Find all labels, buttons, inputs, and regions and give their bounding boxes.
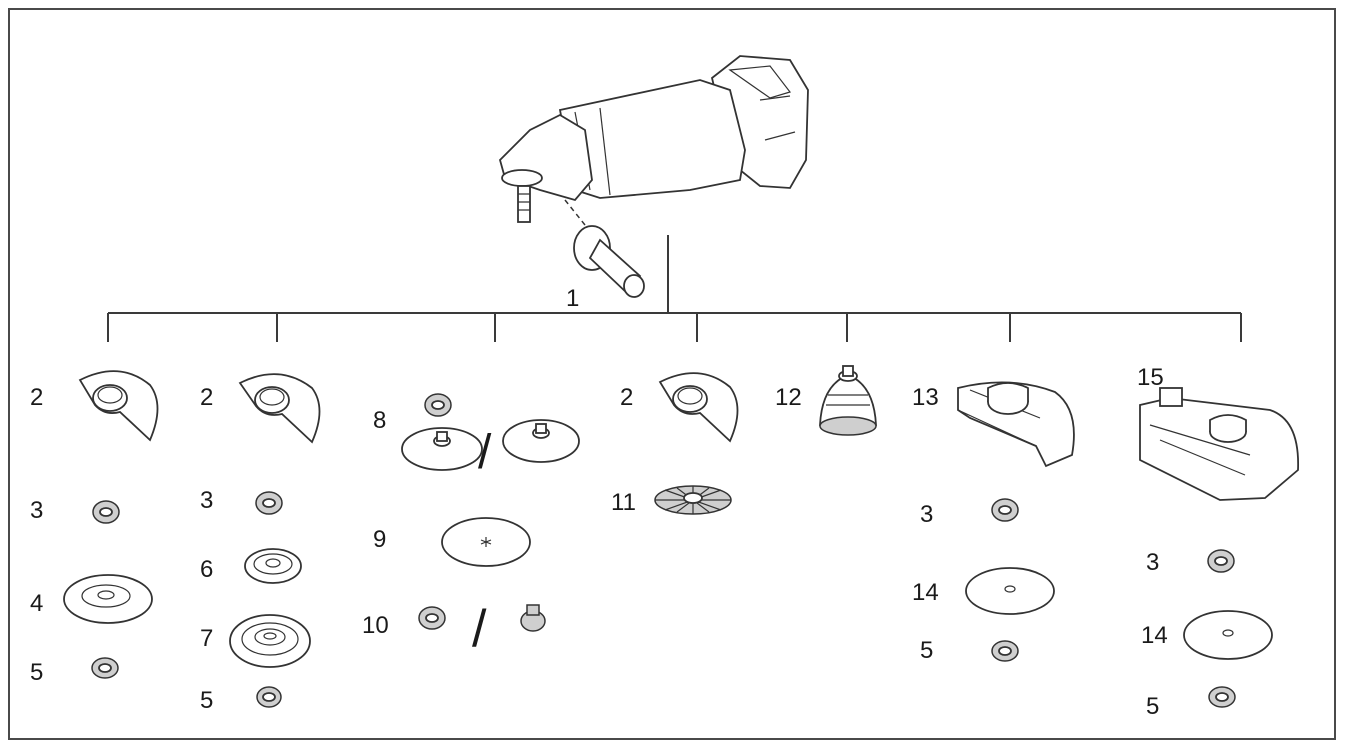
label-13f: 13 bbox=[912, 384, 939, 411]
label-2a: 2 bbox=[30, 384, 43, 411]
column-b bbox=[229, 373, 321, 708]
label-5f: 5 bbox=[920, 637, 933, 664]
label-3g: 3 bbox=[1146, 549, 1159, 576]
column-g bbox=[1139, 387, 1299, 708]
label-3b: 3 bbox=[200, 487, 213, 514]
angle-grinder-tool bbox=[498, 55, 809, 298]
label-3a: 3 bbox=[30, 497, 43, 524]
label-10c: 10 bbox=[362, 612, 389, 639]
label-2b: 2 bbox=[200, 384, 213, 411]
wire-wheel-icon bbox=[654, 485, 732, 515]
label-14g: 14 bbox=[1141, 622, 1168, 649]
label-12e: 12 bbox=[775, 384, 802, 411]
label-15g: 15 bbox=[1137, 364, 1164, 391]
column-c bbox=[401, 393, 580, 632]
label-9c: 9 bbox=[373, 526, 386, 553]
dust-shroud-icon bbox=[1139, 387, 1299, 501]
label-5a: 5 bbox=[30, 659, 43, 686]
label-7b: 7 bbox=[200, 625, 213, 652]
label-4a: 4 bbox=[30, 590, 43, 617]
label-2d: 2 bbox=[620, 384, 633, 411]
label-8c: 8 bbox=[373, 407, 386, 434]
column-f bbox=[957, 381, 1075, 662]
label-11d: 11 bbox=[611, 489, 636, 516]
label-1: 1 bbox=[566, 285, 579, 312]
cup-brush-icon bbox=[819, 365, 877, 436]
label-5g: 5 bbox=[1146, 693, 1159, 720]
separator-10: / bbox=[472, 600, 487, 658]
cutting-guard-icon bbox=[957, 381, 1075, 468]
label-5b: 5 bbox=[200, 687, 213, 714]
label-3f: 3 bbox=[920, 501, 933, 528]
separator-8: / bbox=[478, 426, 492, 479]
column-d bbox=[654, 372, 739, 515]
connector-lines bbox=[107, 235, 1242, 342]
label-6b: 6 bbox=[200, 556, 213, 583]
column-a bbox=[63, 370, 159, 679]
label-14f: 14 bbox=[912, 579, 939, 606]
column-e bbox=[819, 365, 877, 436]
